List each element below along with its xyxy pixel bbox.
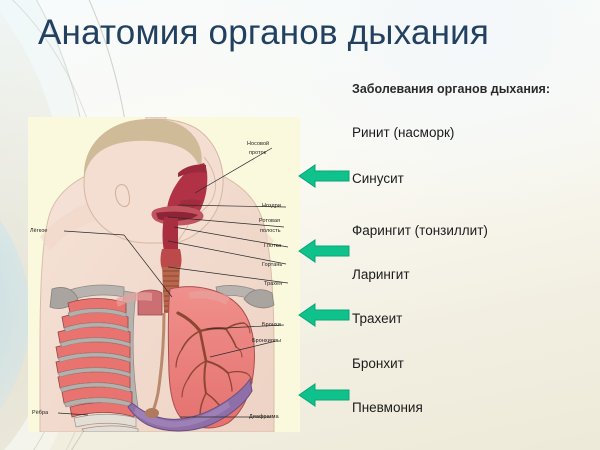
disease-item: Синусит bbox=[352, 171, 404, 186]
pointer-arrow-left-icon bbox=[298, 382, 350, 408]
label-nostrils: Ноздри bbox=[262, 203, 281, 209]
hair bbox=[83, 118, 202, 179]
scapula-right bbox=[243, 289, 275, 309]
label-larynx: Гортань bbox=[262, 262, 283, 268]
label-diaphragm: Диафрагма bbox=[249, 414, 279, 420]
label-oral-cavity-2: полость bbox=[260, 228, 281, 234]
pharynx bbox=[162, 217, 178, 251]
disease-item: Ринит (насморк) bbox=[352, 125, 455, 140]
esophageal-hiatus bbox=[145, 408, 159, 418]
label-pharynx: Глотка bbox=[264, 243, 282, 249]
label-nasal-duct-1: Носовой bbox=[247, 141, 270, 147]
decorative-swoosh-blue bbox=[0, 150, 30, 450]
disease-item: Пневмония bbox=[352, 400, 423, 415]
pointer-arrow-left-icon bbox=[298, 163, 350, 189]
disease-item: Бронхит bbox=[352, 356, 404, 371]
label-nasal-duct-2: проток bbox=[249, 150, 267, 156]
label-lung: Лёгкое bbox=[30, 228, 48, 234]
label-bronchi: Бронхи bbox=[262, 322, 281, 328]
ear bbox=[115, 184, 130, 208]
respiratory-system-illustration bbox=[39, 117, 289, 432]
label-trachea: Трахея bbox=[264, 281, 283, 287]
label-bronchioles: Бронхиолы bbox=[252, 338, 282, 344]
label-ribs: Рёбра bbox=[32, 410, 49, 416]
larynx bbox=[160, 249, 182, 269]
disease-item: Фарингит (тонзиллит) bbox=[352, 223, 488, 238]
disease-item: Трахеит bbox=[352, 311, 403, 326]
pointer-arrow-left-icon bbox=[298, 238, 350, 264]
diseases-heading: Заболевания органов дыхания: bbox=[352, 82, 551, 96]
page-title: Анатомия органов дыхания bbox=[38, 13, 490, 52]
diaphragm bbox=[127, 377, 253, 432]
leader-lines bbox=[57, 147, 289, 418]
rib-cage-left bbox=[55, 290, 139, 432]
pointer-arrow-left-icon bbox=[298, 302, 350, 328]
disease-item: Ларингит bbox=[352, 267, 410, 282]
anatomy-diagram-panel: Носовой проток Ноздри Ротовая полость Гл… bbox=[28, 117, 300, 432]
label-oral-cavity-1: Ротовая bbox=[259, 218, 281, 224]
